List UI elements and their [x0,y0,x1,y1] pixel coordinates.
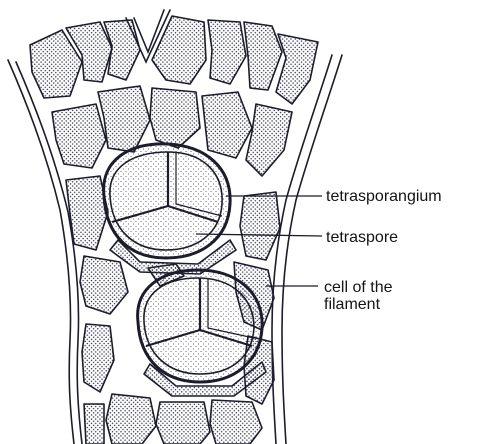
label-cell-of-the: cell of the [324,279,392,296]
filament-cells-lower [84,394,262,444]
tetrasporangium-upper [104,144,236,274]
label-tetraspore: tetraspore [326,229,398,246]
tetrasporangium-lower [138,270,266,396]
label-filament: filament [324,296,380,313]
label-tetrasporangium: tetrasporangium [326,188,442,205]
